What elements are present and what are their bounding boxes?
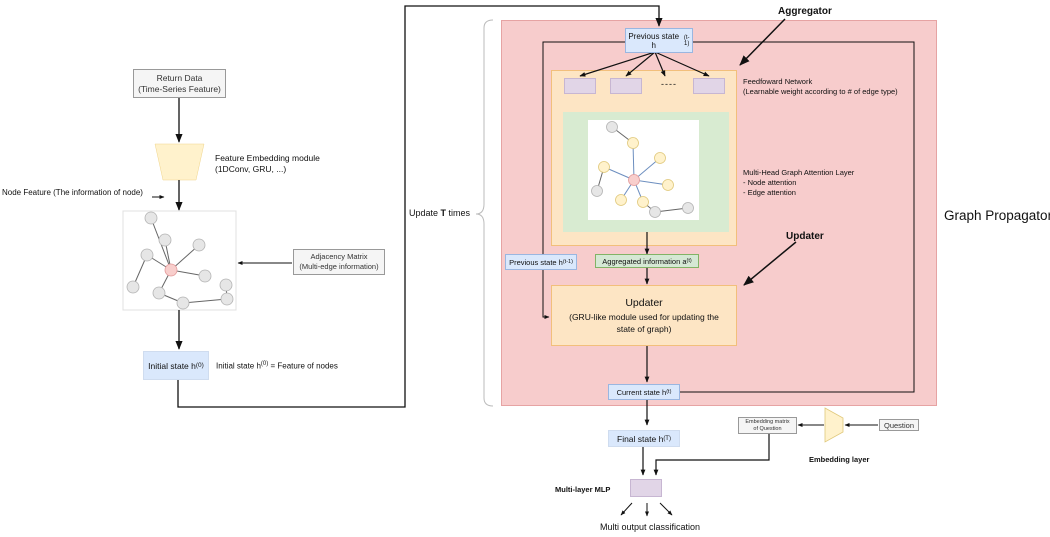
update-T: T [440, 208, 447, 218]
feature-embedding-subtitle: (1DConv, GRU, ...) [215, 164, 287, 174]
updater-box-line2: state of graph) [616, 323, 672, 334]
final-state-label: Final state h [617, 433, 664, 444]
initial-state-label: Initial state h [148, 360, 196, 371]
previous-state-top-label: Previous state h [628, 31, 680, 50]
ffn-weight-box-3 [693, 78, 725, 94]
initial-note-rest: = Feature of nodes [268, 361, 338, 371]
current-state-label: Current state h [616, 387, 667, 397]
previous-state-top-box: Previous state h(t-1) [625, 28, 693, 53]
gat-label: Multi-Head Graph Attention Layer - Node … [743, 168, 854, 198]
feature-embedding-title: Feature Embedding module [215, 153, 320, 163]
previous-state-top-sup: (t-1) [683, 34, 690, 47]
updater-box: Updater (GRU-like module used for updati… [551, 285, 737, 346]
arrow-initial-to-propagator [177, 5, 663, 408]
gat-node-attention: - Node attention [743, 178, 797, 187]
ffn-weight-box-2 [610, 78, 642, 94]
previous-state-left-label: Previous state h [509, 257, 563, 267]
initial-state-note: Initial state h(0) = Feature of nodes [216, 361, 338, 371]
arrow-prev-state-to-updater [542, 41, 625, 319]
aggregator-fanout [579, 51, 710, 77]
previous-state-left-box: Previous state h(t-1) [505, 254, 577, 270]
initial-state-box: Initial state h(0) [143, 351, 209, 380]
question-box: Question [879, 419, 919, 431]
ffn-dashes: ---- [661, 79, 677, 89]
initial-state-sup: (0) [195, 362, 204, 369]
mlp-label: Multi-layer MLP [555, 485, 611, 494]
question-embedding-shape [824, 407, 844, 443]
final-state-sup: (T) [663, 435, 671, 442]
adjacency-subtitle: (Multi-edge information) [299, 262, 379, 271]
aggregator-label: Aggregator [778, 6, 832, 17]
graph-propagator-title: Graph Propagator [944, 208, 1050, 223]
initial-note-label: Initial state h [216, 361, 261, 371]
updater-box-line1: (GRU-like module used for updating the [569, 311, 719, 322]
ffn-subtitle: (Learnable weight according to # of edge… [743, 87, 898, 96]
previous-state-left-sup: (t-1) [562, 259, 573, 265]
embedding-matrix-line2: of Question [753, 425, 782, 432]
ffn-title: Feedfoward Network [743, 77, 813, 86]
ffn-weight-box-1 [564, 78, 596, 94]
current-state-sup: (t) [666, 389, 672, 395]
aggregator-pointer [739, 18, 786, 66]
current-state-box: Current state h(t) [608, 384, 680, 400]
update-t-times-label: Update T times [409, 208, 470, 218]
final-state-box: Final state h(T) [608, 430, 680, 447]
question-label: Question [883, 420, 915, 430]
return-data-subtitle: (Time-Series Feature) [138, 83, 221, 94]
node-feature-label: Node Feature (The information of node) [2, 188, 143, 197]
gat-edge-attention: - Edge attention [743, 188, 796, 197]
aggregated-information-box: Aggregated information a(t) [595, 254, 699, 268]
input-graph-nodes [126, 211, 234, 310]
updater-box-title: Updater [625, 296, 663, 309]
update-suffix: times [446, 208, 471, 218]
return-data-box: Return Data (Time-Series Feature) [133, 69, 226, 98]
feature-embedding-shape [154, 143, 205, 181]
attention-graph-nodes [591, 121, 694, 218]
input-graph-frame [122, 210, 237, 311]
update-prefix: Update [409, 208, 441, 218]
aggregated-sup: (t) [686, 258, 692, 264]
mlp-box [630, 479, 662, 497]
embedding-matrix-box: Embedding matrix of Question [738, 417, 797, 434]
ffn-label: Feedfoward Network (Learnable weight acc… [743, 77, 898, 97]
updater-pointer [743, 241, 797, 286]
adjacency-matrix-box: Adjacency Matrix (Multi-edge information… [293, 249, 385, 275]
initial-note-sup: (0) [260, 361, 269, 367]
gat-title: Multi-Head Graph Attention Layer [743, 168, 855, 177]
arrow-question-to-mlp [653, 434, 770, 476]
aggregated-label: Aggregated information a [602, 256, 687, 266]
output-arrows [620, 502, 673, 517]
feature-embedding-label: Feature Embedding module (1DConv, GRU, .… [215, 153, 320, 175]
arrow-current-to-previous [680, 40, 915, 393]
update-brace [475, 19, 494, 407]
updater-label: Updater [786, 231, 824, 242]
output-label: Multi output classification [600, 522, 701, 532]
embedding-layer-label: Embedding layer [809, 455, 870, 464]
return-data-title: Return Data [156, 72, 203, 83]
adjacency-title: Adjacency Matrix [310, 252, 368, 261]
embedding-matrix-line1: Embedding matrix [745, 418, 790, 425]
